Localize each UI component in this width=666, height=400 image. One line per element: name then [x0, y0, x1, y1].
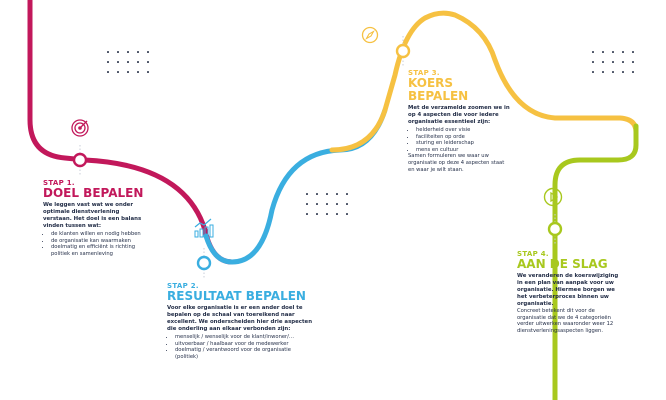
list-item: doelmatig en efficiënt is richting polit…: [51, 244, 148, 257]
list-item: sturing en leiderschap: [416, 140, 510, 147]
step-4-label: STAP 4.: [517, 250, 549, 258]
step-2-block: STAP 2. RESULTAAT BEPALEN Voor elke orga…: [167, 282, 315, 360]
target-icon: [71, 119, 89, 137]
path-segment-4: [552, 123, 639, 400]
list-item: de klanten willen en nodig hebben: [51, 231, 148, 238]
path-segment-3: [329, 10, 639, 153]
step-1-lead: We leggen vast wat we onder optimale die…: [43, 202, 142, 229]
step-1-list: de klanten willen en nodig hebben de org…: [43, 231, 148, 257]
step-3-list: helderheid over visie faciliteiten op or…: [408, 127, 510, 153]
step-4-lead: We veranderen de koerswijziging in een p…: [517, 273, 619, 307]
step-4-extra: Concreet betekent dit voor de organisati…: [517, 308, 614, 334]
dot-grid-decoration: [306, 193, 348, 215]
step-3-title: KOERS BEPALEN: [408, 76, 469, 103]
step-2-lead: Voor elke organisatie is er een ander do…: [167, 305, 313, 332]
step-2-list: menselijk / wenselijk voor de klant/inwo…: [167, 334, 315, 360]
list-item: doelmatig / verantwoord voor de organisa…: [175, 347, 315, 360]
step-1-block: STAP 1. DOEL BEPALEN We leggen vast wat …: [43, 179, 148, 257]
step-4-title: AAN DE SLAG: [517, 257, 608, 271]
step-3-label: STAP 3.: [408, 69, 440, 77]
list-item: de organisatie kan waarmaken: [51, 238, 148, 245]
growth-chart-icon: [194, 218, 214, 238]
step-4-node: [547, 214, 563, 244]
list-item: uitvoerbaar / haalbaar voor de medewerke…: [175, 341, 315, 348]
list-item: helderheid over visie: [416, 127, 510, 134]
step-2-label: STAP 2.: [167, 282, 199, 290]
play-icon: [543, 187, 563, 207]
step-1-label: STAP 1.: [43, 179, 75, 187]
step-1-title: DOEL BEPALEN: [43, 186, 144, 200]
compass-icon: [361, 26, 379, 44]
list-item: faciliteiten op orde: [416, 134, 510, 141]
step-3-block: STAP 3. KOERS BEPALEN Met de verzamelde …: [408, 69, 510, 173]
step-4-block: STAP 4. AAN DE SLAG We veranderen de koe…: [517, 250, 623, 334]
list-item: menselijk / wenselijk voor de klant/inwo…: [175, 334, 315, 341]
step-2-title: RESULTAAT BEPALEN: [167, 289, 306, 303]
step-1-node: [72, 145, 88, 176]
step-3-node: [395, 36, 411, 66]
step-3-lead: Met de verzamelde zoomen we in op 4 aspe…: [408, 105, 510, 125]
list-item: mens en cultuur: [416, 147, 510, 154]
dot-grid-decoration: [107, 51, 149, 73]
step-2-node: [196, 248, 212, 278]
dot-grid-decoration: [592, 51, 634, 73]
step-3-extra: Samen formuleren we waar uw organisatie …: [408, 153, 505, 173]
path-segment-2: [203, 107, 388, 265]
